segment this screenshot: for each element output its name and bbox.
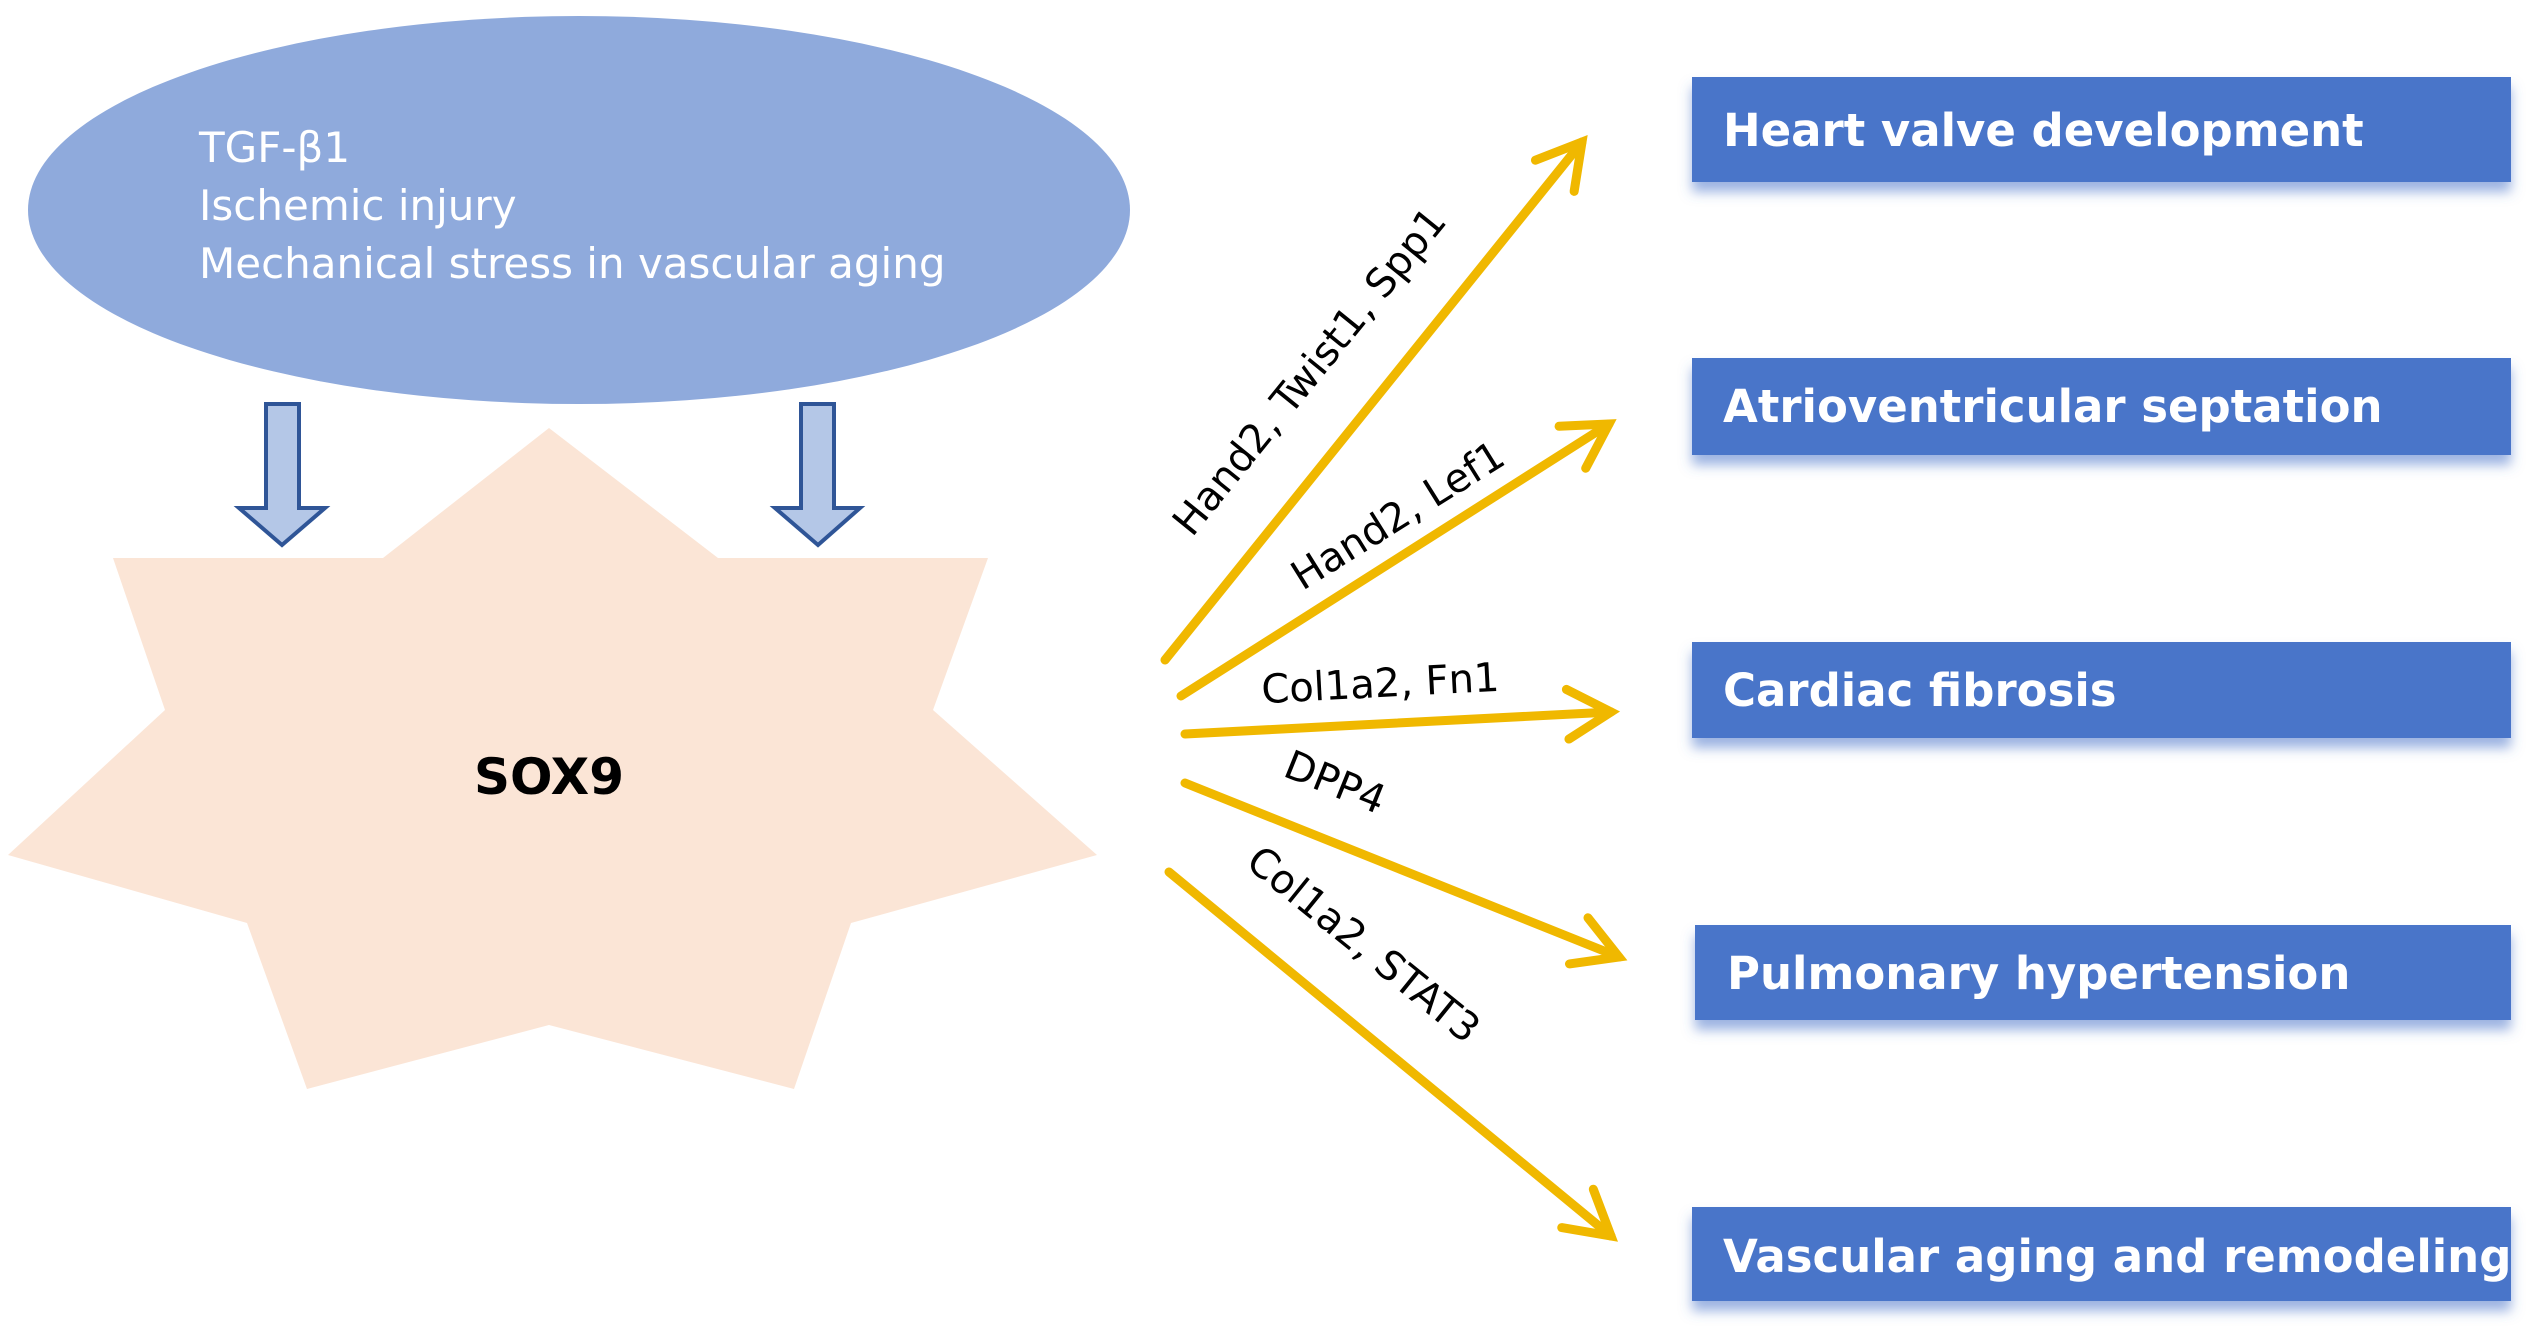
outcome-label: Cardiac fibrosis (1723, 664, 2117, 717)
outcome-box-bg (1692, 358, 2511, 455)
pathway-arrow-av-septation (1176, 419, 1614, 701)
stimuli-node: TGF-β1 Ischemic injury Mechanical stress… (28, 16, 1130, 404)
arrowhead-icon-heart-valve (1530, 134, 1588, 196)
outcome-label: Atrioventricular septation (1723, 380, 2383, 433)
gene-label-vascular-aging: Col1a2, STAT3 (1238, 837, 1489, 1052)
outcome-box-cardiac-fibrosis: Cardiac fibrosis (1692, 642, 2511, 738)
outcome-box-bg (1692, 642, 2511, 738)
arrowhead-icon-av-septation (1554, 419, 1617, 473)
sox9-node: SOX9 (8, 428, 1097, 1089)
pathway-arrow-cardiac-fibrosis (1180, 707, 1616, 739)
gene-label-pulmonary-hypertension: DPP4 (1278, 742, 1392, 824)
down-arrow-icon-left (233, 402, 331, 548)
arrowhead-icon-cardiac-fibrosis (1561, 684, 1621, 744)
pathway-arrow-vascular-aging (1164, 867, 1616, 1241)
outcome-box-vascular-aging: Vascular aging and remodeling (1692, 1207, 2511, 1301)
outcome-box-pulmonary-hypertension: Pulmonary hypertension (1695, 925, 2511, 1020)
outcome-box-bg (1695, 925, 2511, 1020)
outcome-box-bg (1692, 77, 2511, 182)
outcome-label: Pulmonary hypertension (1727, 947, 2350, 1000)
stimulus-ischemic-injury: Ischemic injury (199, 181, 517, 230)
pathway-arrow-pulmonary-hypertension (1180, 778, 1624, 962)
arrowhead-icon-vascular-aging (1557, 1184, 1618, 1242)
outcome-box-bg (1692, 1207, 2511, 1301)
gene-label-av-septation: Hand2, Lef1 (1283, 432, 1513, 599)
down-arrow-icon-right (769, 402, 866, 548)
arrowhead-icon-pulmonary-hypertension (1564, 913, 1628, 969)
center-label: SOX9 (474, 748, 624, 806)
stimulus-mechanical-stress: Mechanical stress in vascular aging (199, 239, 946, 288)
outcome-box-heart-valve: Heart valve development (1692, 77, 2511, 182)
outcome-label: Heart valve development (1723, 104, 2364, 157)
stimulus-tgf-beta1: TGF-β1 (198, 123, 350, 172)
pathway-arrow-heart-valve (1160, 137, 1587, 665)
outcome-box-av-septation: Atrioventricular septation (1692, 358, 2511, 455)
gene-label-cardiac-fibrosis: Col1a2, Fn1 (1260, 655, 1500, 713)
stimuli-ellipse (28, 16, 1130, 404)
center-star-shape (8, 428, 1097, 1089)
pathway-arrows (1160, 134, 1628, 1242)
outcome-label: Vascular aging and remodeling (1723, 1230, 2511, 1283)
